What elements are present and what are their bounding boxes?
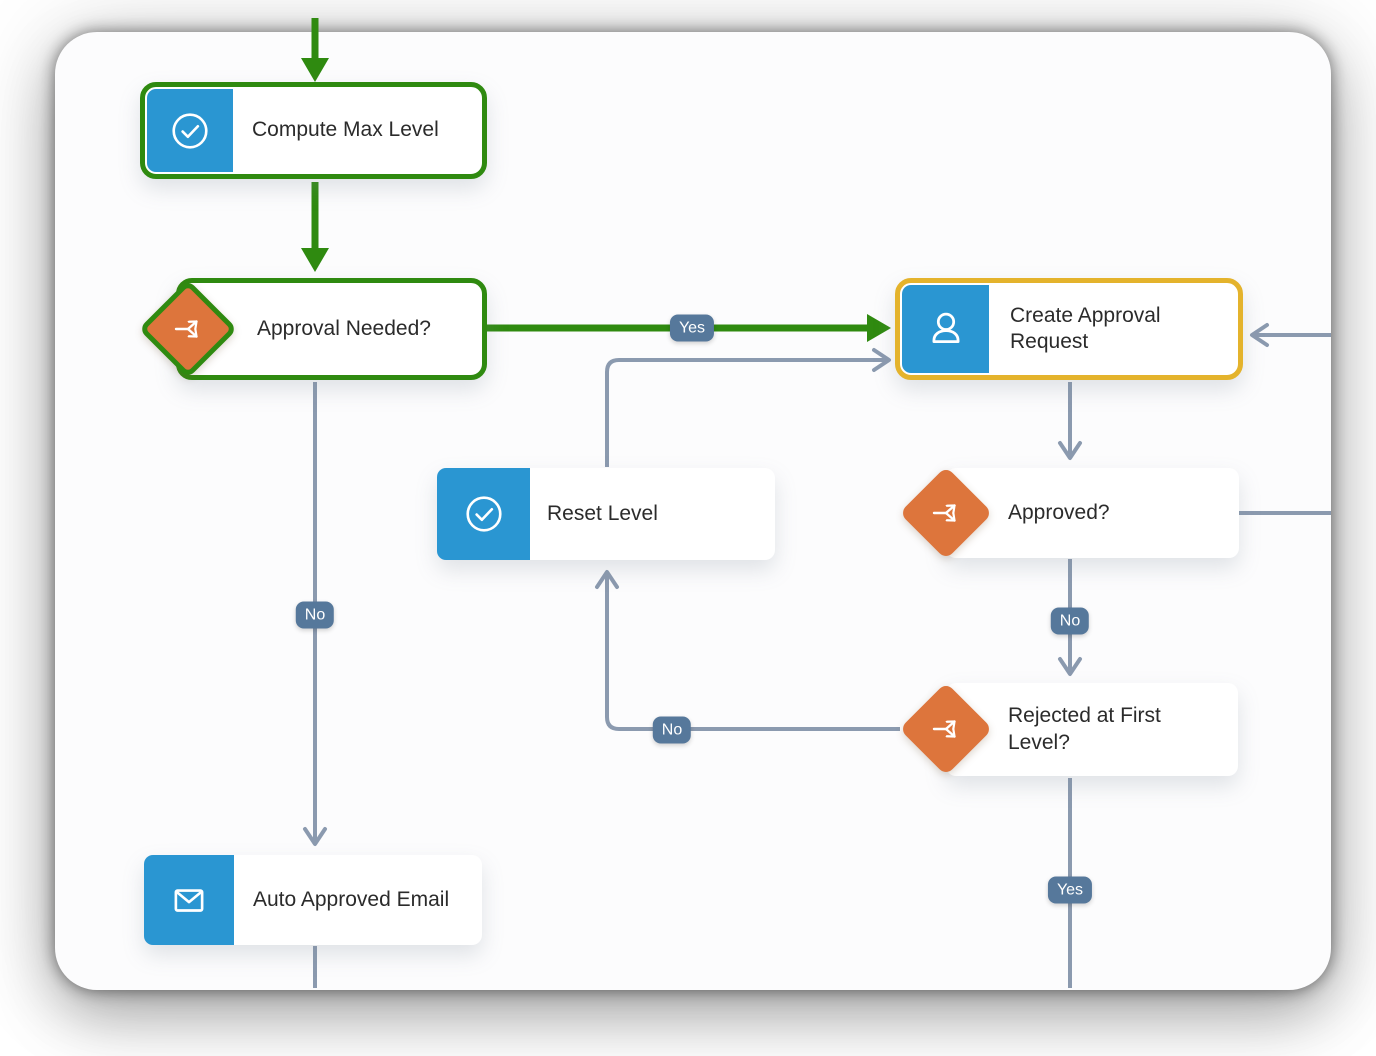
edge-label-no[interactable]: No [1050,607,1090,635]
mail-icon [174,889,204,912]
node-label: Auto Approved Email [253,887,450,911]
branch-icon [174,320,198,338]
check-circle-icon [465,496,502,532]
node-label: Create Approval Request [1010,303,1161,353]
edge-label-yes[interactable]: Yes [669,314,715,342]
edge-label-no[interactable]: No [652,716,692,744]
node-approved[interactable]: Approved? [946,468,1239,558]
branch-icon [932,504,956,522]
task-icon-area [144,855,234,945]
gateway-diamond[interactable] [899,682,993,776]
edge-reset-to-create [605,348,891,467]
node-rejected-first-level[interactable]: Rejected at First Level? [946,683,1238,776]
node-auto-approved-email[interactable]: Auto Approved Email [144,855,482,945]
node-compute-max-level[interactable]: Compute Max Level [140,82,487,179]
gateway-diamond[interactable] [138,279,238,379]
task-icon-area [147,89,233,172]
node-create-approval-request[interactable]: Create Approval Request [895,278,1243,380]
edge-rejected-to-reset [595,570,900,731]
edge-label-yes[interactable]: Yes [1047,876,1093,904]
node-label: Approval Needed? [257,316,431,340]
check-circle-icon [172,112,208,149]
task-icon-area [437,468,530,560]
node-label: Approved? [1008,500,1110,524]
branch-icon [932,720,956,738]
node-label: Reset Level [547,501,658,525]
node-label: Compute Max Level [252,118,439,142]
task-icon-area [902,285,989,373]
node-reset-level[interactable]: Reset Level [437,468,775,560]
user-icon [932,312,959,344]
node-label: Rejected at First Level? [1008,704,1161,754]
gateway-diamond[interactable] [899,466,993,560]
edge-label-no[interactable]: No [295,601,335,629]
